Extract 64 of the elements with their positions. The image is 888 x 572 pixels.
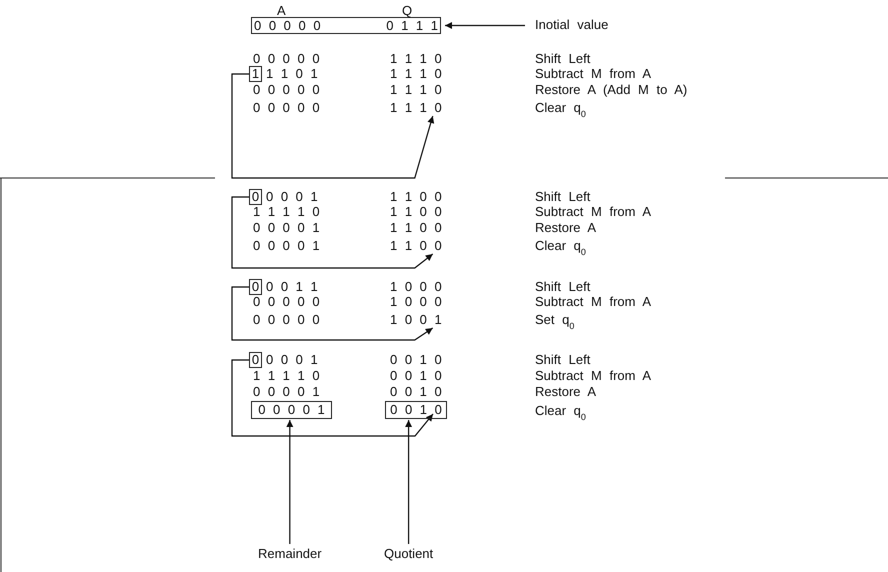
sign-bit-box: 0 [249,189,262,205]
remainder-box: 0 0 0 0 1 [251,401,332,419]
register-value: 0 1 1 1 [386,18,438,34]
column-header: A [277,3,286,19]
register-value: 0 0 1 1 [266,279,318,295]
annotation-text: Inotial value [535,17,608,33]
sign-bit-box: 1 [249,66,262,82]
register-value: 0 0 0 1 [266,189,318,205]
arrow [286,420,294,544]
arrow [445,22,525,29]
register-value: 1 1 1 1 0 [253,368,320,384]
step-description: Shift Left [535,51,590,67]
quotient-value: 1 0 0 1 [390,312,442,328]
sign-bit-box: 0 [249,279,262,295]
register-value: 1 1 0 0 [390,204,442,220]
register-value: 0 0 1 0 [390,352,442,368]
step-description: Clear q$_{0}$ [535,238,586,254]
annotation-text: Remainder [258,546,322,562]
register-value: 0 0 0 0 0 [253,82,320,98]
register-value: 0 0 0 0 0 [253,294,320,310]
arrow [231,359,434,437]
step-description: Shift Left [535,189,590,205]
register-value: 0 0 0 0 0 [253,100,320,116]
column-header: Q [402,3,412,19]
register-value: 1 1 0 0 [390,189,442,205]
register-value: 0 0 0 0 1 [253,238,320,254]
register-value: 1 1 0 1 [266,66,318,82]
register-value: 0 0 1 0 [390,384,442,400]
sign-bit-box: 0 [249,352,262,368]
register-value: 0 0 0 1 [266,352,318,368]
step-description: Subtract M from A [535,294,652,310]
arrow [231,73,434,179]
step-description: Restore A [535,220,596,236]
step-description: Subtract M from A [535,204,652,220]
register-box [251,17,441,34]
register-value: 1 1 1 0 [390,51,442,67]
step-description: Subtract M from A [535,66,652,82]
register-value: 0 0 0 0 0 [254,18,321,34]
arrow [231,286,434,341]
step-description: Subtract M from A [535,368,652,384]
register-value: 1 1 1 0 [390,66,442,82]
step-description: Clear q$_{0}$ [535,403,586,419]
arrow [405,420,412,544]
register-value: 0 0 0 0 1 [253,384,320,400]
step-description: Set q$_{0}$ [535,312,574,328]
step-description: Shift Left [535,352,590,368]
quotient-box: 0 0 1 0 [385,401,447,419]
register-value: 1 1 1 1 0 [253,204,320,220]
register-value: 0 0 0 0 0 [253,51,320,67]
step-description: Restore A (Add M to A) [535,82,688,98]
register-value: 1 0 0 0 [390,294,442,310]
register-value: 1 1 1 0 [390,82,442,98]
register-value: 0 0 0 0 0 [253,312,320,328]
quotient-value: 1 1 0 0 [390,238,442,254]
register-value: 1 1 0 0 [390,220,442,236]
step-description: Clear q$_{0}$ [535,100,586,116]
register-value: 1 0 0 0 [390,279,442,295]
step-description: Restore A [535,384,596,400]
step-description: Shift Left [535,279,590,295]
arrow [231,196,434,269]
annotation-text: Quotient [384,546,434,562]
register-value: 0 0 0 0 1 [253,220,320,236]
register-value: 0 0 1 0 [390,368,442,384]
quotient-value: 1 1 1 0 [390,100,442,116]
